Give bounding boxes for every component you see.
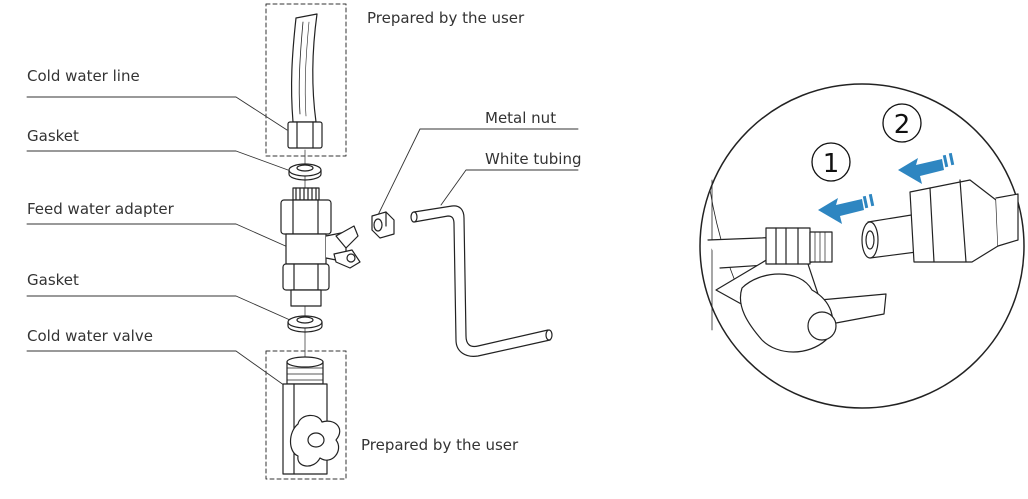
label-cold-water-valve: Cold water valve — [27, 327, 153, 345]
white-tubing — [410, 205, 553, 357]
gasket-top — [288, 163, 322, 181]
cold-water-line-hose — [287, 13, 323, 149]
arrow-icon-step-2 — [898, 152, 955, 184]
step-1-marker: 1 — [811, 142, 851, 182]
dashed-box-top — [265, 3, 347, 157]
label-gasket-bottom: Gasket — [27, 271, 79, 289]
label-metal-nut: Metal nut — [485, 109, 557, 127]
step-1-number: 1 — [823, 149, 840, 179]
label-white-tubing: White tubing — [485, 150, 582, 168]
feed-water-adapter — [280, 187, 361, 307]
label-prepared-by-user-top: Prepared by the user — [367, 9, 525, 27]
detail-circle — [699, 83, 1025, 409]
step-2-marker: 2 — [882, 103, 922, 143]
arrow-icon-step-1 — [818, 193, 875, 224]
dashed-box-bottom — [265, 350, 347, 480]
label-gasket-top: Gasket — [27, 127, 79, 145]
leader-lines — [26, 96, 579, 389]
label-feed-water-adapter: Feed water adapter — [27, 200, 174, 218]
label-cold-water-line: Cold water line — [27, 67, 140, 85]
step-2-number: 2 — [894, 110, 911, 140]
gasket-bottom — [287, 315, 323, 333]
metal-nut — [371, 211, 395, 239]
label-prepared-by-user-bottom: Prepared by the user — [361, 436, 519, 454]
cold-water-valve — [282, 356, 341, 475]
